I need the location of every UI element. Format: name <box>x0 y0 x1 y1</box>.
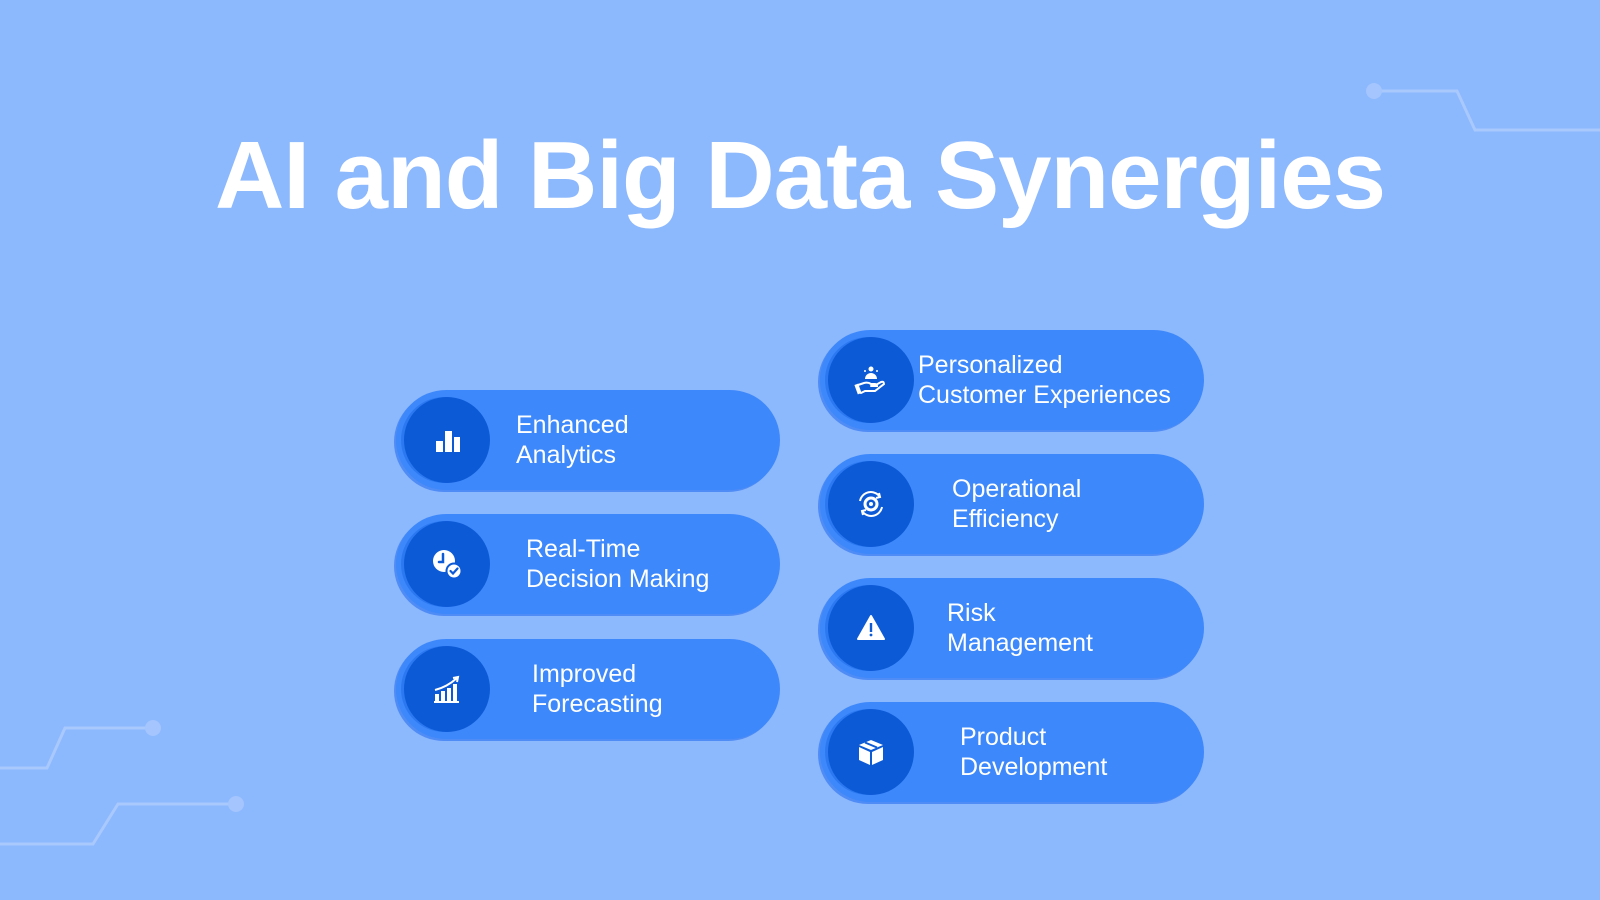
hand-service-icon <box>854 366 886 395</box>
icon-circle <box>404 646 490 732</box>
label-line2: Forecasting <box>532 690 663 718</box>
label-line2: Development <box>960 753 1108 781</box>
gear-cycle-icon <box>859 491 883 517</box>
bar-chart-icon <box>436 431 460 452</box>
icon-circle <box>404 397 490 483</box>
label-line2: Efficiency <box>952 505 1059 533</box>
label-line2: Decision Making <box>526 565 710 593</box>
item-label: Personalized Customer Experiences <box>918 350 1171 410</box>
item-improved-forecasting: Improved Forecasting <box>396 639 780 739</box>
warning-icon <box>857 615 885 640</box>
label-line1: Improved <box>532 660 637 688</box>
item-enhanced-analytics: Enhanced Analytics <box>396 390 780 490</box>
label-line1: Real-Time <box>526 535 641 563</box>
label-line1: Personalized <box>918 351 1063 379</box>
item-label: Enhanced Analytics <box>516 410 629 470</box>
label-line2: Analytics <box>516 441 617 469</box>
label-line2: Management <box>947 629 1093 657</box>
item-personalized-customer-experiences: Personalized Customer Experiences <box>820 330 1204 430</box>
label-line1: Operational <box>952 475 1082 503</box>
item-label: Improved Forecasting <box>532 659 663 719</box>
slide-title: AI and Big Data Synergies <box>215 122 1386 230</box>
item-label: Risk Management <box>947 598 1093 658</box>
item-label: Real-Time Decision Making <box>526 534 709 594</box>
item-risk-management: Risk Management <box>820 578 1204 678</box>
box-icon <box>859 740 883 765</box>
label-line1: Product <box>960 723 1047 751</box>
item-product-development: Product Development <box>820 702 1204 802</box>
icon-circle <box>828 585 914 671</box>
item-operational-efficiency: Operational Efficiency <box>820 454 1204 554</box>
label-line1: Risk <box>947 599 996 627</box>
icon-circle <box>828 337 914 423</box>
icon-circle <box>828 709 914 795</box>
growth-chart-icon <box>434 675 460 703</box>
label-line1: Enhanced <box>516 411 629 439</box>
item-label: Product Development <box>960 722 1107 782</box>
icon-circle <box>404 521 490 607</box>
clock-check-icon <box>433 550 463 580</box>
label-line2: Customer Experiences <box>918 381 1171 409</box>
item-real-time-decision-making: Real-Time Decision Making <box>396 514 780 614</box>
icon-circle <box>828 461 914 547</box>
item-label: Operational Efficiency <box>952 474 1081 534</box>
